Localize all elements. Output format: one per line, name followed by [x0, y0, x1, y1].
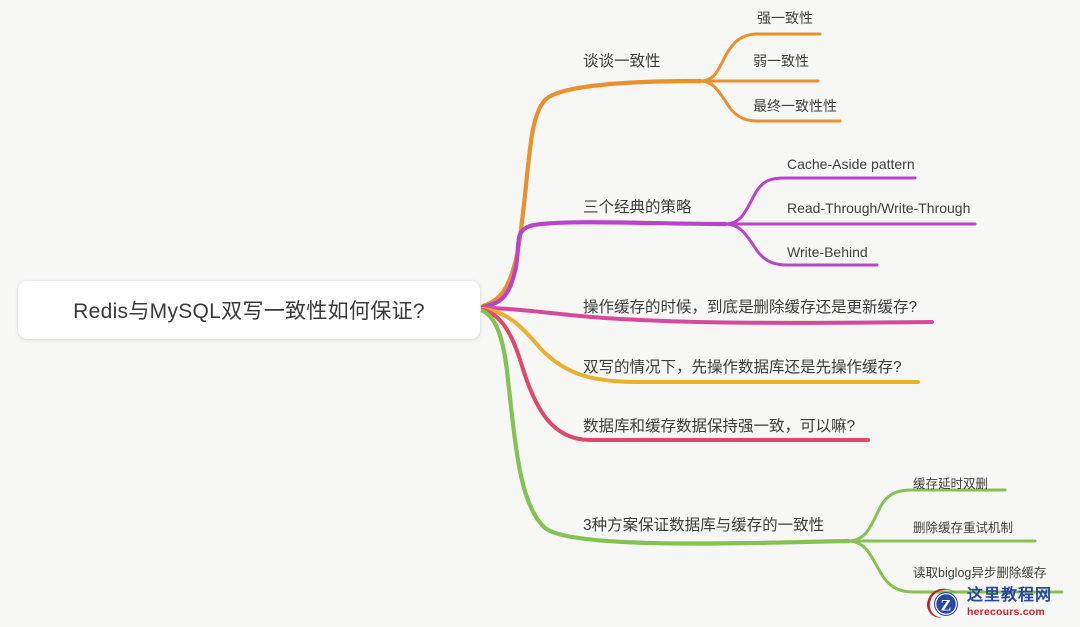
node-write-behind[interactable]: Write-Behind: [787, 245, 868, 259]
node-delete-or-update-label: 操作缓存的时候，到底是删除缓存还是更新缓存?: [583, 299, 918, 316]
node-binlog-async-delete[interactable]: 读取biglog异步删除缓存: [913, 567, 1046, 580]
watermark: Z 这里教程网 herecours.com: [923, 583, 1073, 623]
node-delete-retry-label: 删除缓存重试机制: [913, 521, 1014, 535]
node-classic-strategies[interactable]: 三个经典的策略: [583, 200, 692, 216]
node-cache-aside-label: Cache-Aside pattern: [787, 156, 915, 172]
branch-line-classic-strategies: [480, 220, 728, 310]
branch-line-consistency: [480, 78, 703, 309]
node-consistency-label: 谈谈一致性: [583, 53, 661, 70]
node-read-write-through[interactable]: Read-Through/Write-Through: [787, 201, 970, 215]
node-eventual-consistency[interactable]: 最终一致性性: [753, 99, 837, 113]
node-strong-consistency-label: 强一致性: [757, 10, 813, 26]
node-weak-consistency[interactable]: 弱一致性: [753, 54, 809, 68]
watermark-site-name: 这里教程网: [967, 587, 1053, 605]
root-node-label: Redis与MySQL双写一致性如何保证?: [73, 300, 425, 323]
node-cache-aside[interactable]: Cache-Aside pattern: [787, 157, 915, 171]
node-three-solutions-label: 3种方案保证数据库与缓存的一致性: [583, 517, 825, 534]
node-strong-consistency[interactable]: 强一致性: [757, 11, 813, 25]
node-weak-consistency-label: 弱一致性: [753, 53, 809, 69]
node-three-solutions[interactable]: 3种方案保证数据库与缓存的一致性: [583, 518, 824, 534]
node-strong-consistency-possible-label: 数据库和缓存数据保持强一致，可以嘛?: [583, 418, 856, 435]
node-delete-or-update[interactable]: 操作缓存的时候，到底是删除缓存还是更新缓存?: [583, 300, 917, 316]
node-binlog-async-delete-label: 读取biglog异步删除缓存: [913, 566, 1047, 580]
watermark-text: 这里教程网 herecours.com: [967, 588, 1052, 618]
node-db-or-cache-first-label: 双写的情况下，先操作数据库还是先操作缓存?: [583, 359, 902, 376]
node-db-or-cache-first[interactable]: 双写的情况下，先操作数据库还是先操作缓存?: [583, 360, 902, 376]
watermark-logo-icon: Z: [923, 584, 961, 622]
node-delay-double-delete-label: 缓存延时双删: [913, 477, 989, 491]
node-strong-consistency-possible[interactable]: 数据库和缓存数据保持强一致，可以嘛?: [583, 419, 855, 435]
root-node[interactable]: Redis与MySQL双写一致性如何保证?: [18, 281, 480, 339]
node-delete-retry[interactable]: 删除缓存重试机制: [913, 522, 1013, 535]
watermark-logo-letter: Z: [941, 598, 952, 615]
node-write-behind-label: Write-Behind: [787, 244, 868, 260]
node-delay-double-delete[interactable]: 缓存延时双删: [913, 478, 988, 491]
node-consistency[interactable]: 谈谈一致性: [583, 54, 661, 70]
node-eventual-consistency-label: 最终一致性性: [753, 98, 837, 114]
node-classic-strategies-label: 三个经典的策略: [583, 199, 692, 216]
node-read-write-through-label: Read-Through/Write-Through: [787, 200, 971, 216]
watermark-site-url: herecours.com: [967, 606, 1045, 619]
